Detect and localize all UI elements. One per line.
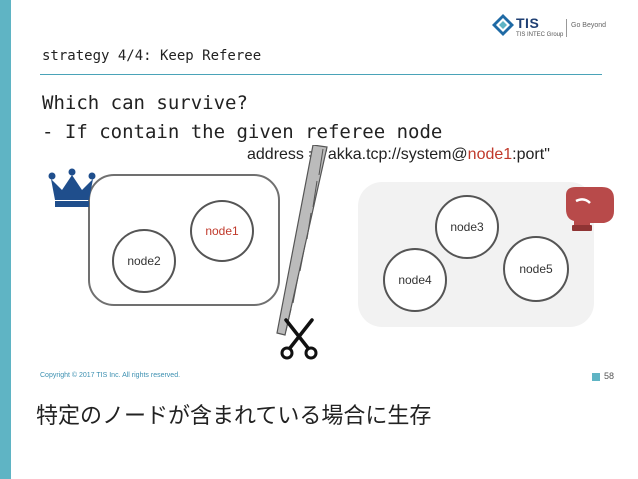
crown-icon bbox=[48, 168, 96, 207]
slide-title: strategy 4/4: Keep Referee bbox=[42, 48, 262, 64]
address-node: node1 bbox=[467, 146, 513, 163]
scissors-icon bbox=[280, 318, 318, 360]
slide-caption: 特定のノードが含まれている場合に生存 bbox=[36, 404, 432, 429]
logo-divider bbox=[566, 19, 567, 37]
node-node1: node1 bbox=[190, 200, 254, 262]
node-node2: node2 bbox=[112, 229, 176, 293]
node-node4: node4 bbox=[383, 248, 447, 312]
address-suffix: :port" bbox=[512, 146, 550, 163]
company-logo: TIS TIS INTEC Group Go Beyond bbox=[492, 14, 607, 42]
logo-tagline: Go Beyond bbox=[571, 22, 607, 29]
page-number: 58 bbox=[604, 371, 615, 381]
title-underline bbox=[40, 74, 602, 75]
copyright-text: Copyright © 2017 TIS Inc. All rights res… bbox=[40, 372, 181, 379]
left-accent-bar bbox=[0, 0, 11, 479]
logo-group-name: TIS INTEC Group bbox=[516, 32, 564, 38]
boxing-glove-icon bbox=[566, 187, 614, 231]
cut-wall bbox=[276, 145, 328, 336]
tis-logo-mark-icon bbox=[492, 14, 514, 36]
bullet-text: - If contain the given referee node bbox=[42, 121, 443, 143]
page-number-marker bbox=[592, 373, 600, 381]
node-node3: node3 bbox=[435, 195, 499, 259]
logo-name: TIS bbox=[516, 15, 540, 31]
node-node5: node5 bbox=[503, 236, 569, 302]
question-text: Which can survive? bbox=[42, 92, 248, 114]
referee-address: address = "akka.tcp://system@node1:port" bbox=[247, 146, 550, 164]
address-prefix: address = "akka.tcp://system@ bbox=[247, 146, 468, 163]
